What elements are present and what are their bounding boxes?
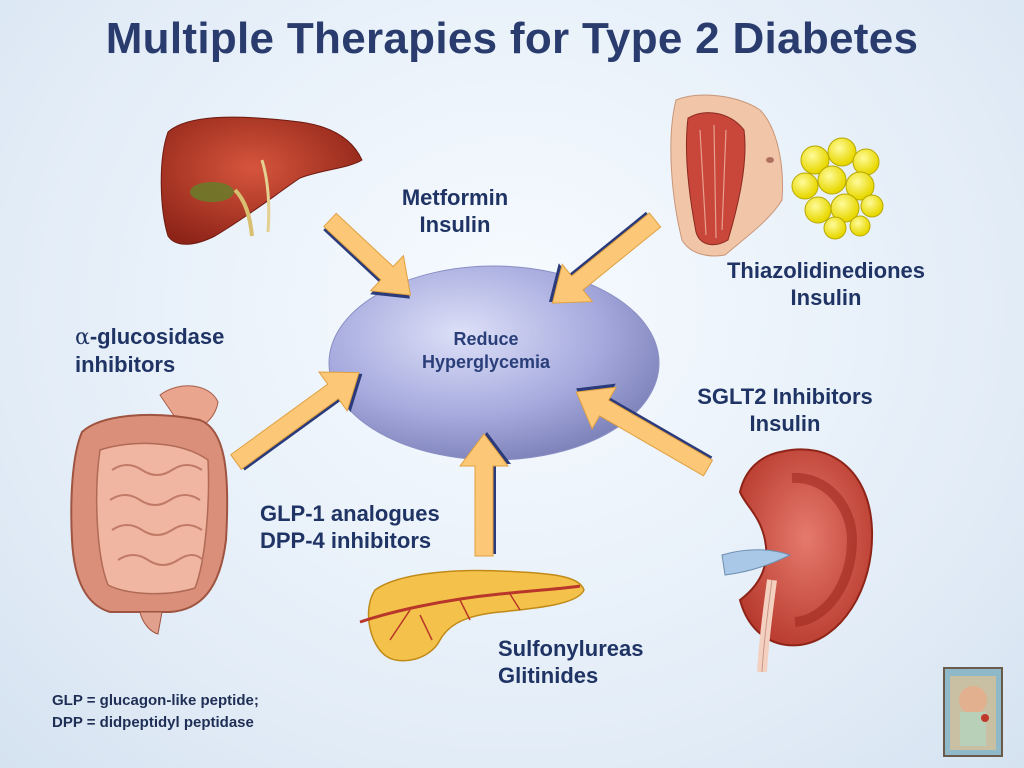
- footnote-dpp: DPP = didpeptidyl peptidase: [52, 714, 254, 731]
- alpha-symbol: α: [75, 325, 90, 350]
- label-sulfonylureas-line2: Glitinides: [498, 663, 599, 688]
- thumbnail-image: [943, 667, 1003, 757]
- label-glp1-line2: DPP-4 inhibitors: [260, 528, 432, 553]
- kidney-illustration: [721, 448, 874, 673]
- label-sglt2: SGLT2 Inhibitors Insulin: [680, 383, 890, 437]
- footnote-glp: GLP = glucagon-like peptide;: [52, 692, 259, 709]
- label-sglt2-line2: Insulin: [749, 411, 821, 436]
- label-metformin-line1: Metformin: [401, 185, 509, 210]
- label-sulfonylureas: Sulfonylureas Glitinides: [498, 635, 678, 689]
- label-sglt2-line1: SGLT2 Inhibitors: [697, 384, 873, 409]
- arrow-kidney: [575, 383, 714, 477]
- slide-title: Multiple Therapies for Type 2 Diabetes: [105, 14, 919, 63]
- arrow-liver: [323, 212, 412, 299]
- label-alpha-glucosidase-line2: inhibitors: [75, 352, 176, 377]
- center-label-line2: Hyperglycemia: [421, 352, 551, 372]
- label-metformin: Metformin Insulin: [370, 184, 540, 238]
- label-alpha-glucosidase: α-glucosidase inhibitors: [75, 323, 275, 378]
- label-thiazolidinediones: Thiazolidinediones Insulin: [712, 257, 940, 311]
- footnotes: GLP = glucagon-like peptide; DPP = didpe…: [52, 690, 259, 734]
- center-label: Reduce Hyperglycemia: [396, 328, 576, 374]
- arrow-pancreas: [459, 432, 511, 557]
- fat-cells-illustration: [791, 137, 884, 240]
- label-metformin-line2: Insulin: [419, 212, 491, 237]
- center-label-line1: Reduce: [453, 329, 519, 349]
- label-thiazolidinediones-line2: Insulin: [790, 285, 862, 310]
- label-sulfonylureas-line1: Sulfonylureas: [498, 636, 644, 661]
- label-glp1-line1: GLP-1 analogues: [260, 501, 440, 526]
- liver-illustration: [160, 116, 363, 245]
- pancreas-illustration: [359, 569, 585, 662]
- muscle-illustration: [670, 94, 784, 257]
- arrow-muscle: [548, 211, 662, 304]
- label-glp1: GLP-1 analogues DPP-4 inhibitors: [260, 500, 470, 554]
- label-alpha-glucosidase-line1: -glucosidase: [89, 324, 225, 349]
- intestine-illustration: [70, 385, 229, 635]
- label-thiazolidinediones-line1: Thiazolidinediones: [726, 258, 925, 283]
- arrow-gut: [230, 371, 363, 471]
